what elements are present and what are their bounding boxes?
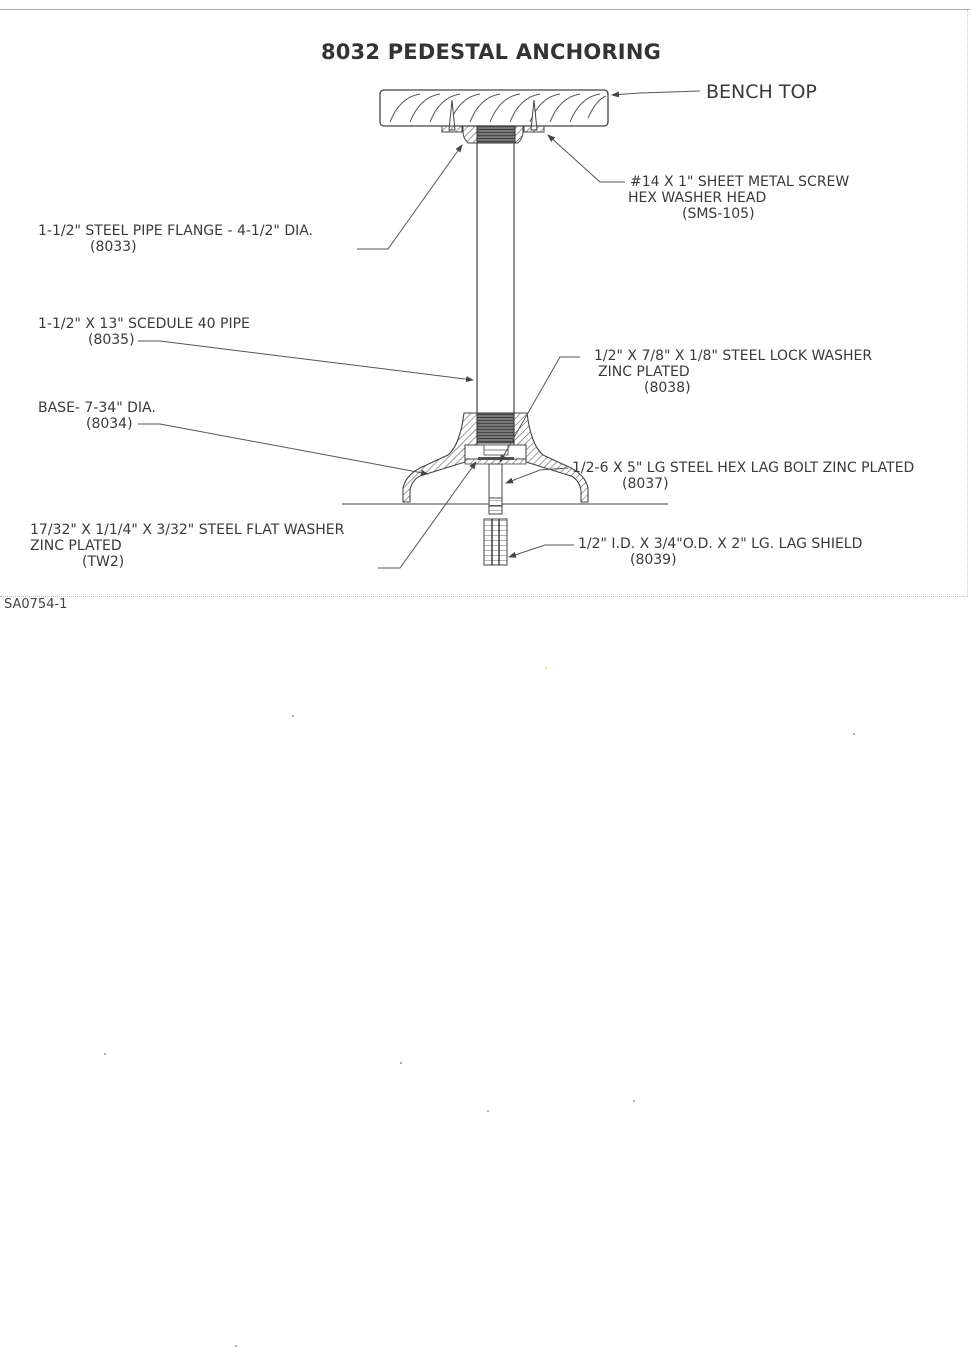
base bbox=[402, 412, 589, 503]
scan-speck bbox=[487, 1110, 489, 1112]
callout-line: 1/2" X 7/8" X 1/8" STEEL LOCK WASHER bbox=[594, 348, 873, 364]
scan-speck bbox=[633, 1100, 635, 1102]
callout-line: 1/2-6 X 5" LG STEEL HEX LAG BOLT ZINC PL… bbox=[572, 460, 915, 476]
callout-line: ZINC PLATED bbox=[30, 538, 122, 554]
drawing-title: 8032 PEDESTAL ANCHORING bbox=[320, 40, 662, 64]
callout-pipe: 1-1/2" X 13" SCEDULE 40 PIPE (8035) bbox=[38, 316, 250, 348]
pipe bbox=[476, 143, 515, 413]
pipe-flange bbox=[441, 125, 545, 144]
callout-sheet-metal-screw: #14 X 1" SHEET METAL SCREW HEX WASHER HE… bbox=[628, 174, 850, 222]
callout-line: (8035) bbox=[88, 332, 135, 348]
callout-line: (8033) bbox=[90, 239, 137, 255]
callout-line: 1-1/2" STEEL PIPE FLANGE - 4-1/2" DIA. bbox=[38, 223, 314, 239]
callout-line: 17/32" X 1/1/4" X 3/32" STEEL FLAT WASHE… bbox=[30, 522, 345, 538]
lag-bolt bbox=[488, 463, 503, 515]
callout-line: (8039) bbox=[630, 552, 677, 568]
callout-line: (8037) bbox=[622, 476, 669, 492]
bench-top-shape bbox=[379, 89, 609, 127]
drawing-number: SA0754-1 bbox=[4, 597, 68, 612]
callout-lag-shield: 1/2" I.D. X 3/4"O.D. X 2" LG. LAG SHIELD… bbox=[578, 536, 862, 568]
lag-shield bbox=[483, 518, 508, 566]
callout-lock-washer: 1/2" X 7/8" X 1/8" STEEL LOCK WASHER ZIN… bbox=[594, 348, 872, 396]
callout-line: ZINC PLATED bbox=[598, 364, 690, 380]
callout-pipe-flange: 1-1/2" STEEL PIPE FLANGE - 4-1/2" DIA. (… bbox=[38, 223, 313, 255]
callout-line: (TW2) bbox=[82, 554, 125, 570]
bottom-border-line bbox=[0, 596, 968, 597]
callout-flat-washer: 17/32" X 1/1/4" X 3/32" STEEL FLAT WASHE… bbox=[30, 522, 344, 570]
pedestal-section-drawing bbox=[138, 89, 701, 569]
scan-speck bbox=[235, 1345, 237, 1347]
top-border-line bbox=[0, 9, 970, 10]
callout-line: (8034) bbox=[86, 416, 133, 432]
callout-base: BASE- 7-34" DIA. (8034) bbox=[38, 400, 156, 432]
callout-line: #14 X 1" SHEET METAL SCREW bbox=[630, 174, 850, 190]
callout-line: (SMS-105) bbox=[682, 206, 755, 222]
callout-line: HEX WASHER HEAD bbox=[628, 190, 767, 206]
scan-speck bbox=[545, 667, 547, 669]
callout-line: BENCH TOP bbox=[706, 81, 817, 103]
callout-line: BASE- 7-34" DIA. bbox=[38, 400, 156, 416]
callout-line: 1/2" I.D. X 3/4"O.D. X 2" LG. LAG SHIELD bbox=[578, 536, 863, 552]
callout-bench-top: BENCH TOP bbox=[706, 82, 817, 102]
callout-line: 1-1/2" X 13" SCEDULE 40 PIPE bbox=[38, 316, 250, 332]
scan-speck bbox=[853, 733, 855, 735]
callout-line: (8038) bbox=[644, 380, 691, 396]
scan-speck bbox=[104, 1053, 106, 1055]
right-border-line bbox=[967, 10, 968, 596]
scan-speck bbox=[292, 715, 294, 717]
callout-lag-bolt: 1/2-6 X 5" LG STEEL HEX LAG BOLT ZINC PL… bbox=[572, 460, 914, 492]
scan-speck bbox=[400, 1062, 402, 1064]
